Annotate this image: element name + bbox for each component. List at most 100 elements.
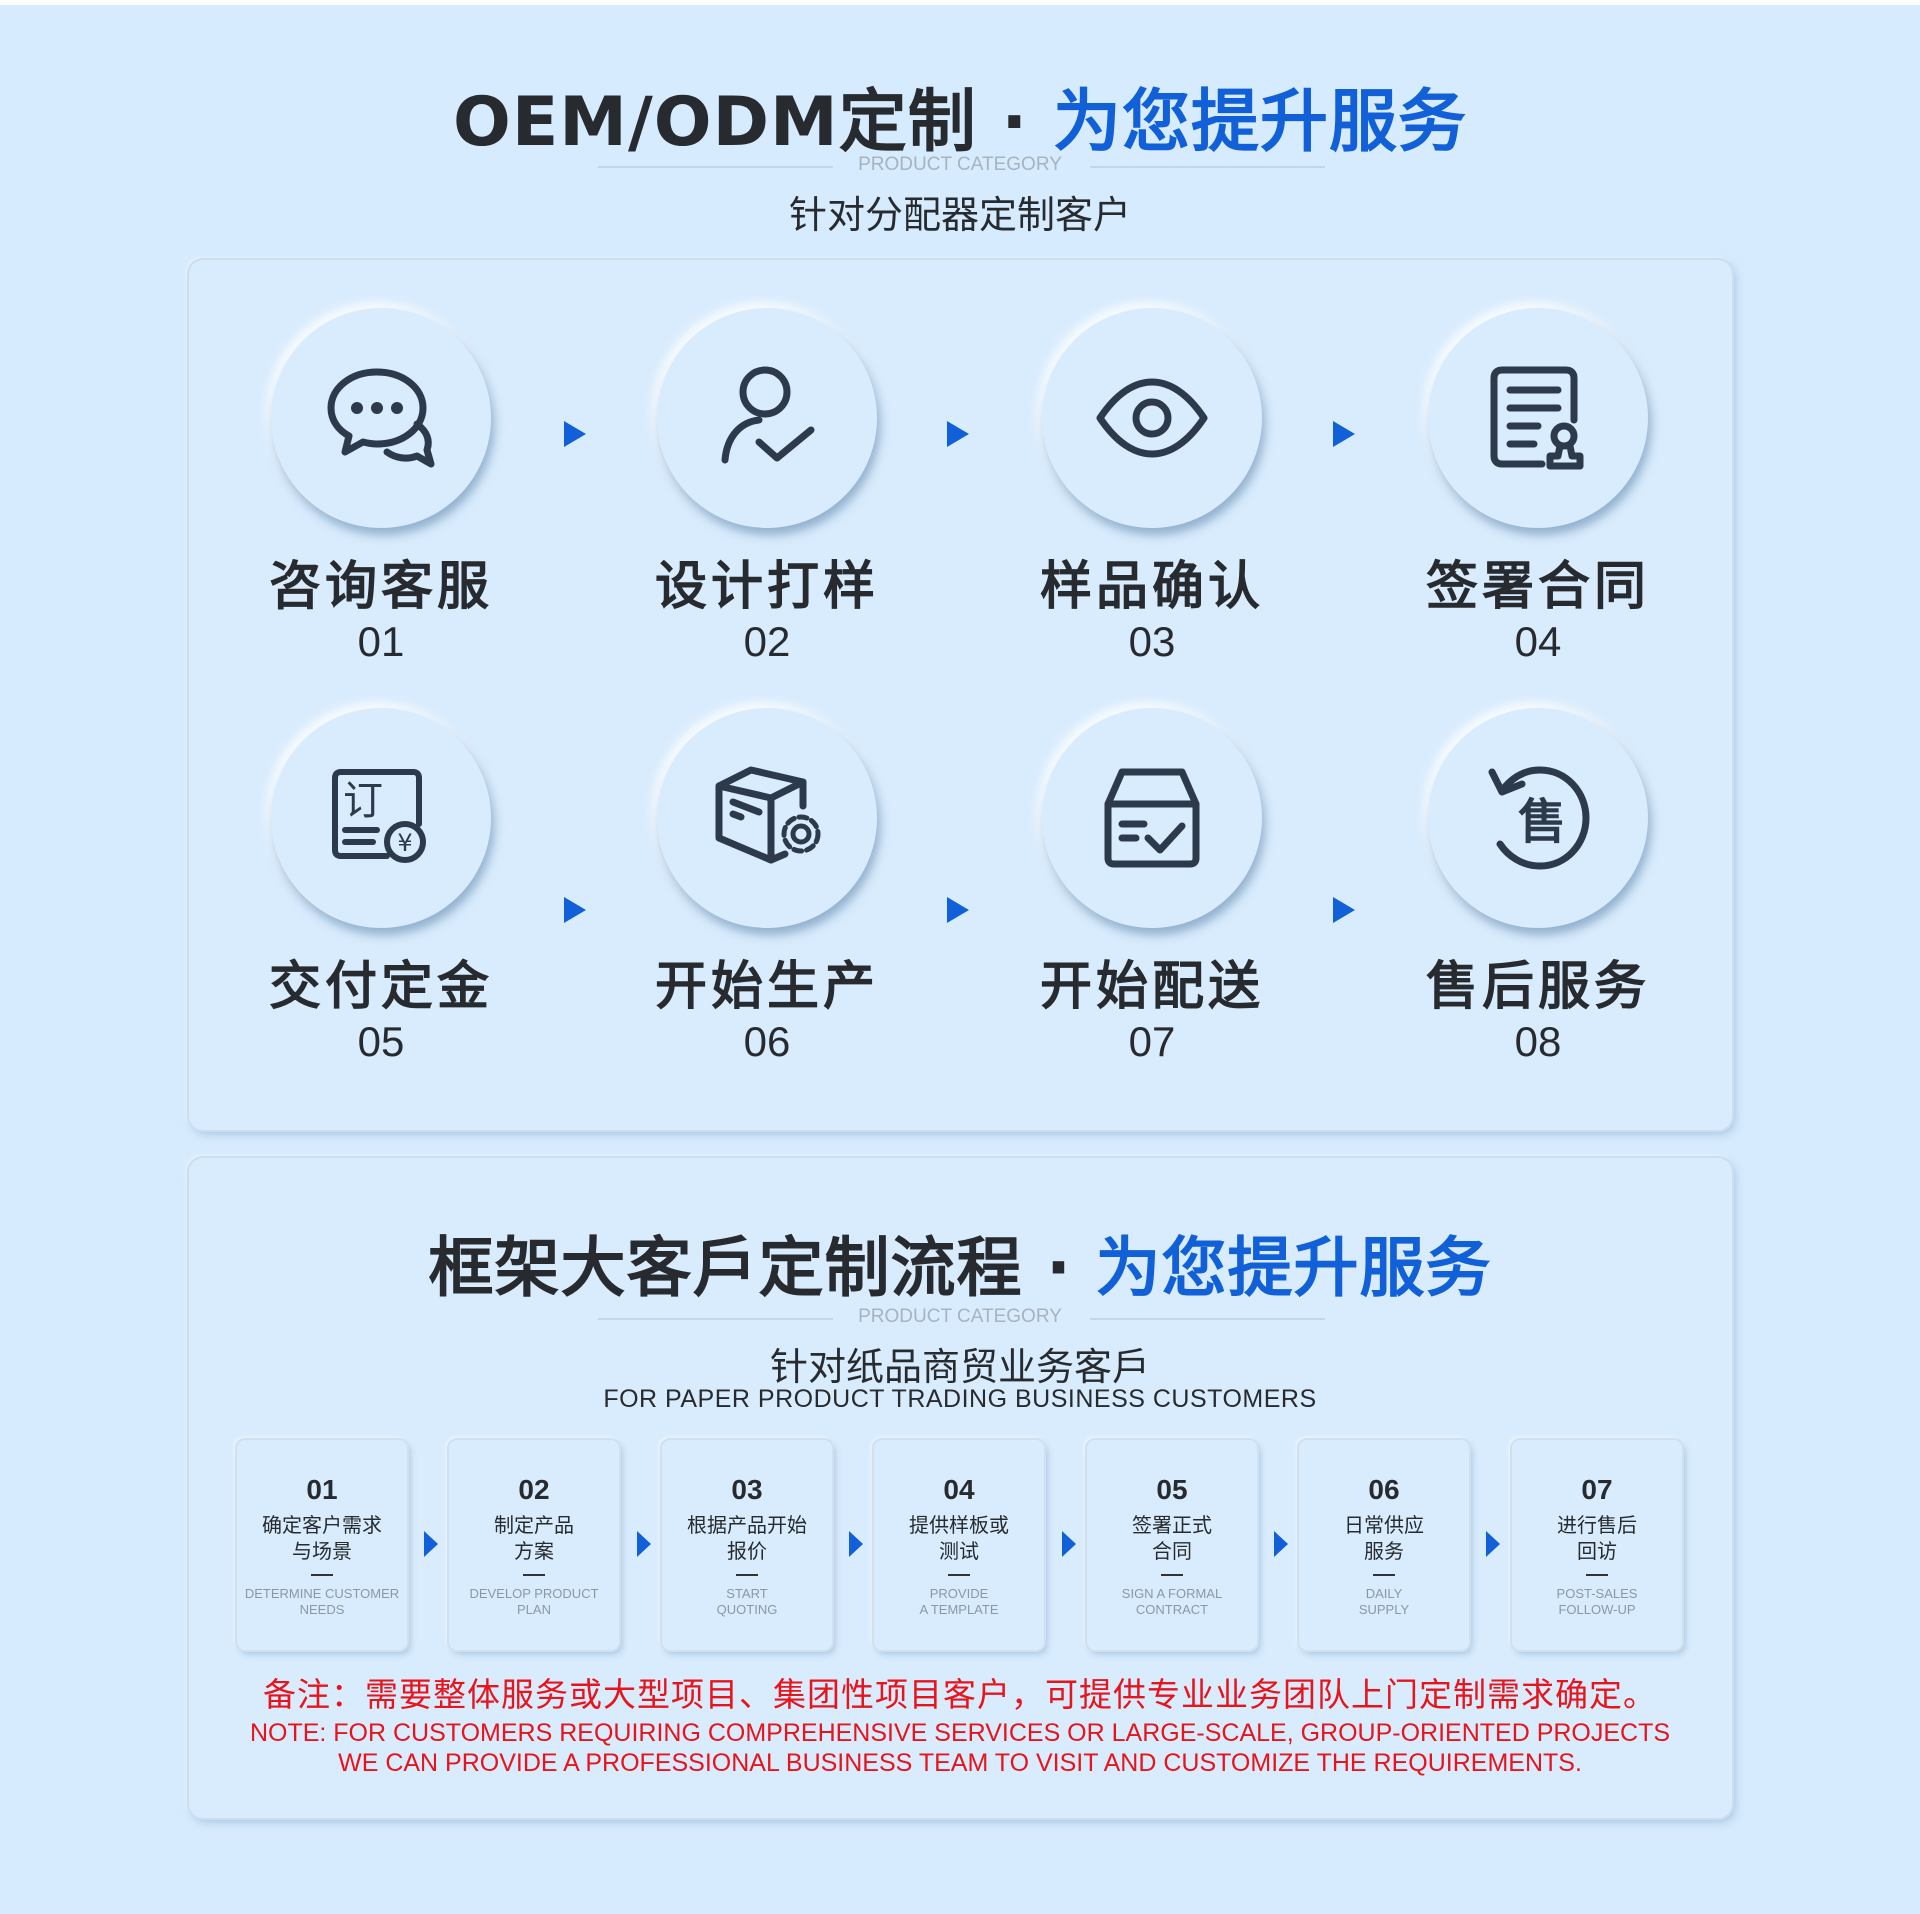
section2-title: 框架大客戶定制流程 · 为您提升服务: [0, 1215, 1920, 1309]
step-label: 设计打样: [654, 557, 879, 617]
divider-right: [1090, 1318, 1325, 1320]
arrow-right-icon: [1062, 1531, 1076, 1557]
process-step-number: 02: [518, 1474, 550, 1505]
process-step-number: 07: [1581, 1474, 1613, 1505]
section1-title-main: OEM/ODM定制: [453, 83, 977, 162]
process-step-dash: [736, 1574, 758, 1576]
process-step-title-line1: 制定产品: [494, 1513, 574, 1537]
step-label: 样品确认: [1039, 557, 1264, 617]
section2-title-sep: ·: [1046, 1231, 1072, 1306]
process-step-en-line1: SIGN A FORMAL: [1121, 1586, 1223, 1601]
section2-subtitle-en: FOR PAPER PRODUCT TRADING BUSINESS CUSTO…: [603, 1385, 1317, 1413]
step-label: 签署合同: [1425, 557, 1650, 617]
divider-left: [598, 166, 833, 168]
step-icon-circle: [1042, 708, 1262, 928]
arrow-right-icon: [1486, 1531, 1500, 1557]
delivery-box-icon: [1104, 768, 1200, 868]
section1-title-sep: ·: [1001, 83, 1029, 162]
step-icon-circle: 订 ¥: [271, 708, 491, 928]
process-step-title: 签署正式合同: [1097, 1512, 1247, 1564]
process-step-title-line1: 日常供应: [1344, 1513, 1424, 1537]
section2-category-row: PRODUCT CATEGORY: [0, 1306, 1920, 1330]
process-step-title-line1: 确定客户需求: [262, 1513, 382, 1537]
process-step-title-line1: 根据产品开始: [687, 1513, 807, 1537]
process-step-en-line2: CONTRACT: [1135, 1602, 1209, 1617]
arrow-right-icon: [1333, 897, 1355, 923]
divider-right: [1090, 166, 1325, 168]
process-step-title: 进行售后回访: [1522, 1512, 1672, 1564]
process-step-en-line1: DAILY: [1365, 1586, 1403, 1601]
after-sales-glyph: 售: [1518, 794, 1566, 850]
process-step-title-line2: 方案: [514, 1539, 554, 1563]
box-gear-icon: [715, 766, 821, 864]
step-icon-circle: [271, 308, 491, 528]
section1-title: OEM/ODM定制 · 为您提升服务: [0, 66, 1920, 165]
note-text-en-line1: NOTE: FOR CUSTOMERS REQUIRING COMPREHENS…: [249, 1719, 1671, 1747]
section1-subtitle: 针对分配器定制客户: [788, 193, 1131, 237]
process-step-title-line2: 测试: [939, 1539, 979, 1563]
process-step-title-line2: 合同: [1152, 1539, 1192, 1563]
step-label: 售后服务: [1425, 957, 1650, 1017]
yen-glyph: ¥: [397, 829, 412, 857]
process-step-title: 根据产品开始报价: [672, 1512, 822, 1564]
step-icon-circle: 售: [1428, 708, 1648, 928]
process-step-number: 03: [731, 1474, 763, 1505]
process-step-title-line1: 签署正式: [1132, 1513, 1212, 1537]
process-step-en-line2: QUOTING: [716, 1602, 778, 1617]
contract-stamp-icon: [1490, 366, 1584, 470]
process-step-dash: [311, 1574, 333, 1576]
process-step-title-line2: 报价: [727, 1539, 767, 1563]
arrow-right-icon: [1333, 421, 1355, 447]
process-step-dash: [1586, 1574, 1608, 1576]
process-step-dash: [1161, 1574, 1183, 1576]
step-icon-circle: [1428, 308, 1648, 528]
step-number: 07: [1128, 1018, 1176, 1065]
section2-subtitle: 针对纸品商贸业务客戶: [769, 1345, 1150, 1389]
process-step-title-line2: 回访: [1577, 1539, 1617, 1563]
step-label: 开始生产: [654, 957, 879, 1017]
arrow-right-icon: [637, 1531, 651, 1557]
process-step-en-line1: DEVELOP PRODUCT: [469, 1586, 599, 1601]
arrow-right-icon: [849, 1531, 863, 1557]
process-step-en-line2: SUPPLY: [1358, 1602, 1410, 1617]
section1-category-row: PRODUCT CATEGORY: [0, 154, 1920, 178]
arrow-right-icon: [947, 421, 969, 447]
process-step-en-line1: START: [726, 1586, 768, 1601]
process-step-title: 制定产品方案: [459, 1512, 609, 1564]
arrow-right-icon: [424, 1531, 438, 1557]
step-number: 08: [1514, 1018, 1562, 1065]
arrow-right-icon: [564, 421, 586, 447]
user-check-icon: [721, 366, 815, 464]
process-step-number: 01: [306, 1474, 338, 1505]
process-step-dash: [1373, 1574, 1395, 1576]
eye-icon: [1096, 378, 1208, 458]
section2-title-accent: 为您提升服务: [1095, 1231, 1492, 1306]
after-sales-icon: 售: [1488, 766, 1590, 870]
process-step-dash: [523, 1574, 545, 1576]
step-icon-circle: [657, 308, 877, 528]
chat-bubbles-icon: [327, 368, 435, 468]
step-number: 02: [743, 618, 791, 665]
process-step-title: 日常供应服务: [1309, 1512, 1459, 1564]
order-glyph: 订: [343, 778, 383, 824]
step-icon-circle: [1042, 308, 1262, 528]
step-icon-circle: [657, 708, 877, 928]
process-step-number: 05: [1156, 1474, 1188, 1505]
process-step-en-line1: DETERMINE CUSTOMER: [244, 1586, 400, 1601]
top-border: [0, 0, 1920, 5]
step-number: 01: [357, 618, 405, 665]
process-step-title: 提供样板或测试: [884, 1512, 1034, 1564]
process-step-en-line2: NEEDS: [299, 1602, 345, 1617]
arrow-right-icon: [947, 897, 969, 923]
process-step-en-line2: A TEMPLATE: [919, 1602, 999, 1617]
note-text-en-line2: WE CAN PROVIDE A PROFESSIONAL BUSINESS T…: [338, 1749, 1582, 1777]
arrow-right-icon: [564, 897, 586, 923]
